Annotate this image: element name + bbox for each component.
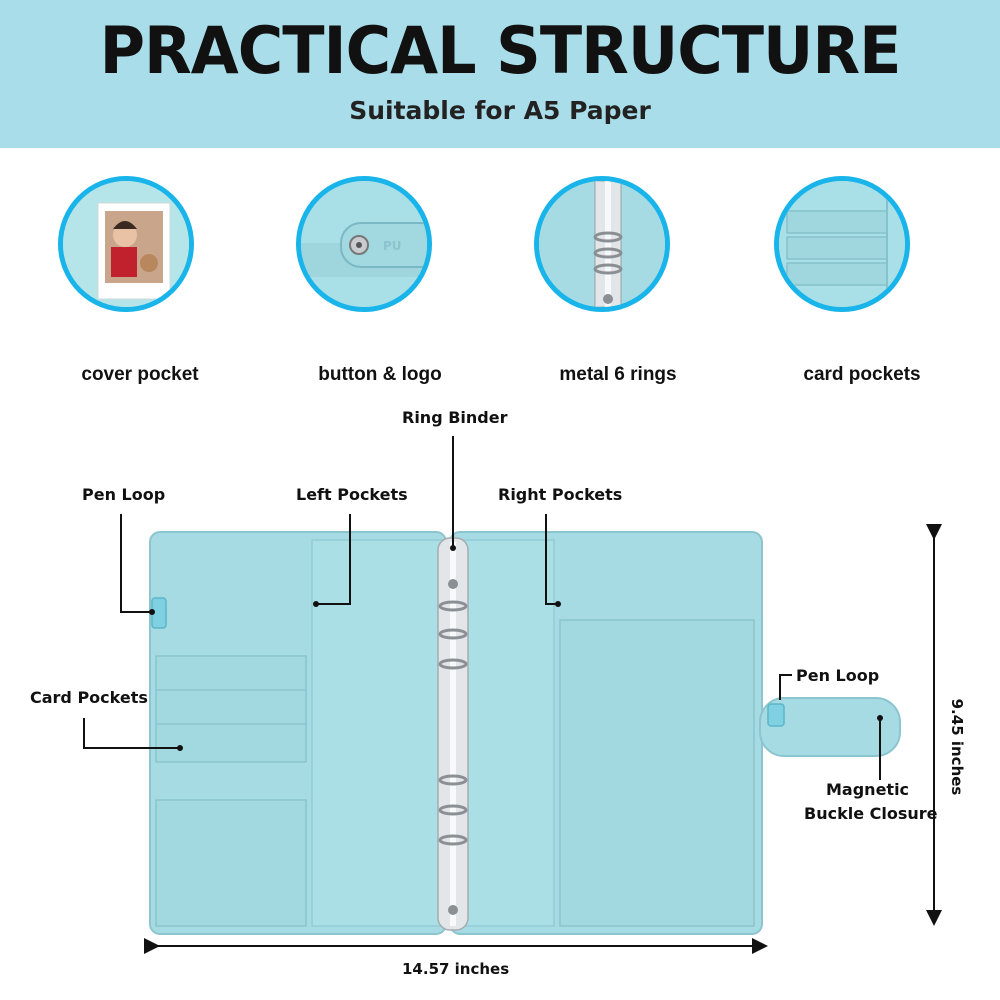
snap-button-icon: PU (301, 181, 427, 307)
height-dimension-label: 9.45 inches (948, 698, 966, 796)
photo-pocket-icon (63, 181, 189, 307)
cover-pocket-image (58, 176, 194, 312)
feature-label-card-pockets: card pockets (803, 364, 921, 385)
card-slot (155, 799, 307, 927)
rings (438, 600, 468, 846)
callout-magnetic: Magnetic (826, 780, 910, 799)
card-slot (155, 689, 307, 729)
callout-right-pockets: Right Pockets (498, 485, 623, 504)
left-pocket (311, 539, 445, 927)
feature-label-button-logo: button & logo (318, 364, 442, 385)
pen-loop-right (767, 703, 785, 727)
card-pockets-image (774, 176, 910, 312)
magnetic-buckle (759, 697, 901, 757)
right-pocket-inner (451, 539, 555, 927)
feature-label-metal-rings: metal 6 rings (559, 364, 677, 385)
feature-label-cover-pocket: cover pocket (81, 364, 199, 385)
card-slot (155, 723, 307, 763)
button-logo-image: PU (296, 176, 432, 312)
header-banner: PRACTICAL STRUCTURE Suitable for A5 Pape… (0, 0, 1000, 148)
callout-ring-binder: Ring Binder (402, 408, 508, 427)
page-title: PRACTICAL STRUCTURE (99, 12, 902, 89)
callout-pen-loop-right: Pen Loop (796, 666, 880, 685)
callout-left-pockets: Left Pockets (296, 485, 408, 504)
metal-rings-image (534, 176, 670, 312)
callout-buckle-closure: Buckle Closure (804, 804, 938, 823)
page-subtitle: Suitable for A5 Paper (349, 96, 651, 125)
card-slots-icon (779, 181, 905, 307)
svg-text:PU: PU (383, 239, 402, 253)
callout-pen-loop-left: Pen Loop (82, 485, 166, 504)
callout-card-pockets: Card Pockets (30, 688, 148, 707)
width-dimension-label: 14.57 inches (402, 960, 510, 978)
right-pocket (559, 619, 755, 927)
binder-rings-icon (539, 181, 665, 307)
card-slot (155, 655, 307, 695)
